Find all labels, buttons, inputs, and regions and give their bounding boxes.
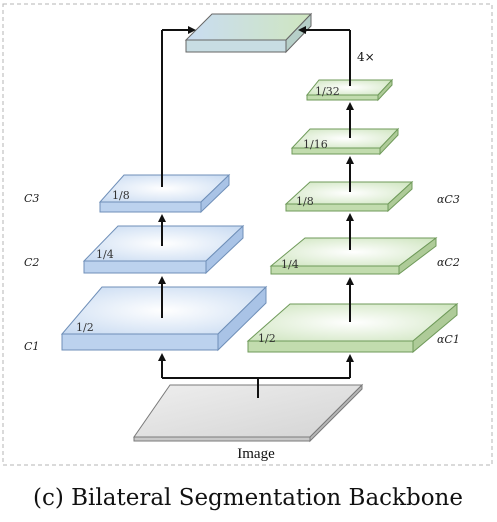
green-slab-5 — [305, 78, 394, 102]
fused-output-slab — [184, 12, 313, 54]
green-slab-3 — [284, 180, 414, 213]
blue-slab-2-label: 1/4 — [96, 248, 114, 261]
split-arrows — [158, 353, 354, 398]
green-slab-2 — [269, 236, 438, 276]
green-side-label-c1: αC1 — [437, 333, 460, 346]
green-branch-arrows — [298, 26, 354, 322]
blue-branch-arrows — [158, 26, 196, 318]
input-image-slab — [133, 383, 364, 443]
blue-side-label-c3: C3 — [24, 192, 39, 205]
green-slab-2-label: 1/4 — [281, 258, 299, 271]
blue-slab-3-label: 1/8 — [112, 189, 130, 202]
blue-slab-2 — [82, 224, 245, 275]
green-slab-3-label: 1/8 — [296, 195, 314, 208]
upsample-label: 4× — [357, 50, 375, 64]
blue-slab-1 — [60, 285, 268, 352]
green-side-label-c3: αC3 — [437, 193, 460, 206]
green-slab-1-label: 1/2 — [258, 332, 276, 345]
blue-side-label-c1: C1 — [24, 340, 39, 353]
blue-side-label-c2: C2 — [24, 256, 39, 269]
blue-slab-3 — [98, 173, 231, 214]
green-slab-4 — [290, 127, 400, 156]
green-slab-1 — [246, 302, 459, 354]
blue-slab-1-label: 1/2 — [76, 321, 94, 334]
figure-caption: (c) Bilateral Segmentation Backbone — [33, 485, 463, 511]
green-slab-5-label: 1/32 — [315, 85, 340, 98]
image-label: Image — [237, 446, 275, 462]
figure-border — [2, 3, 493, 466]
green-slab-4-label: 1/16 — [303, 138, 328, 151]
green-side-label-c2: αC2 — [437, 256, 460, 269]
